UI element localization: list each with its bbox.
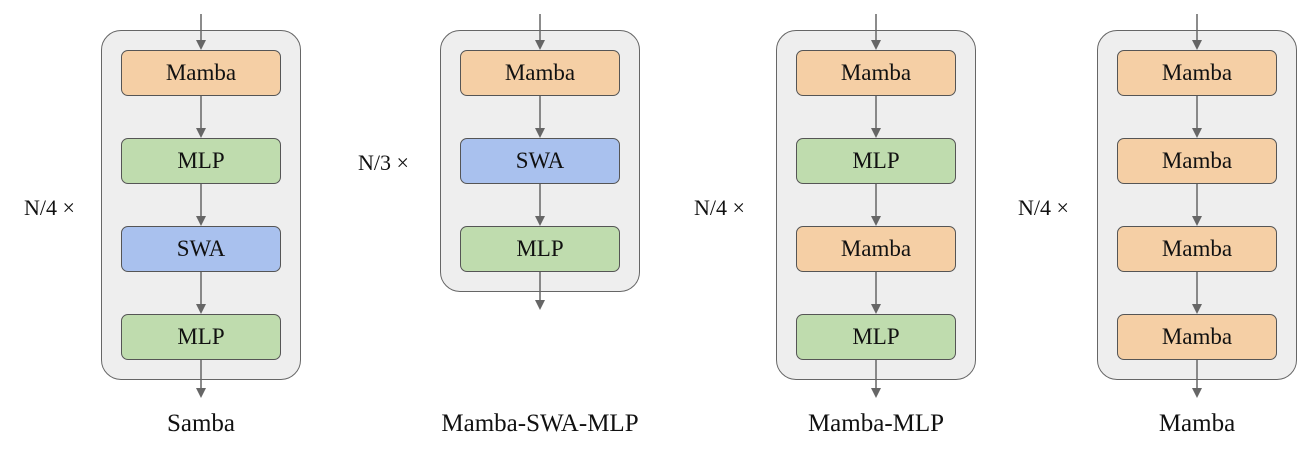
mlp-block: MLP [796, 314, 956, 360]
swa-block: SWA [121, 226, 281, 272]
architecture-caption: Mamba-SWA-MLP [441, 410, 639, 437]
architecture-caption: Mamba-MLP [807, 410, 945, 437]
block-label: SWA [515, 148, 565, 173]
mamba-block: Mamba [1117, 226, 1277, 272]
repeat-multiplier: N/4 × [694, 195, 745, 220]
block-label: MLP [852, 148, 900, 173]
mamba-block: Mamba [1117, 314, 1277, 360]
block-label: MLP [177, 148, 225, 173]
swa-block: SWA [460, 138, 620, 184]
block-label: Mamba [165, 60, 237, 85]
block-label: Mamba [504, 60, 576, 85]
block-label: SWA [176, 236, 226, 261]
mlp-block: MLP [796, 138, 956, 184]
mamba-block: Mamba [460, 50, 620, 96]
repeat-multiplier: N/4 × [24, 195, 75, 220]
block-label: Mamba [1161, 324, 1233, 349]
repeat-multiplier: N/4 × [1018, 195, 1069, 220]
architecture-caption: Samba [166, 410, 236, 437]
mamba-block: Mamba [796, 50, 956, 96]
block-label: Mamba [1161, 148, 1233, 173]
block-label: Mamba [840, 236, 912, 261]
mlp-block: MLP [460, 226, 620, 272]
block-label: Mamba [1161, 236, 1233, 261]
block-label: Mamba [1161, 60, 1233, 85]
mamba-block: Mamba [1117, 50, 1277, 96]
block-label: MLP [516, 236, 564, 261]
mamba-block: Mamba [1117, 138, 1277, 184]
mamba-block: Mamba [796, 226, 956, 272]
mamba-block: Mamba [121, 50, 281, 96]
architecture-caption: Mamba [1158, 410, 1236, 437]
mlp-block: MLP [121, 138, 281, 184]
repeat-multiplier: N/3 × [358, 150, 409, 175]
block-label: MLP [852, 324, 900, 349]
mlp-block: MLP [121, 314, 281, 360]
block-label: Mamba [840, 60, 912, 85]
block-label: MLP [177, 324, 225, 349]
